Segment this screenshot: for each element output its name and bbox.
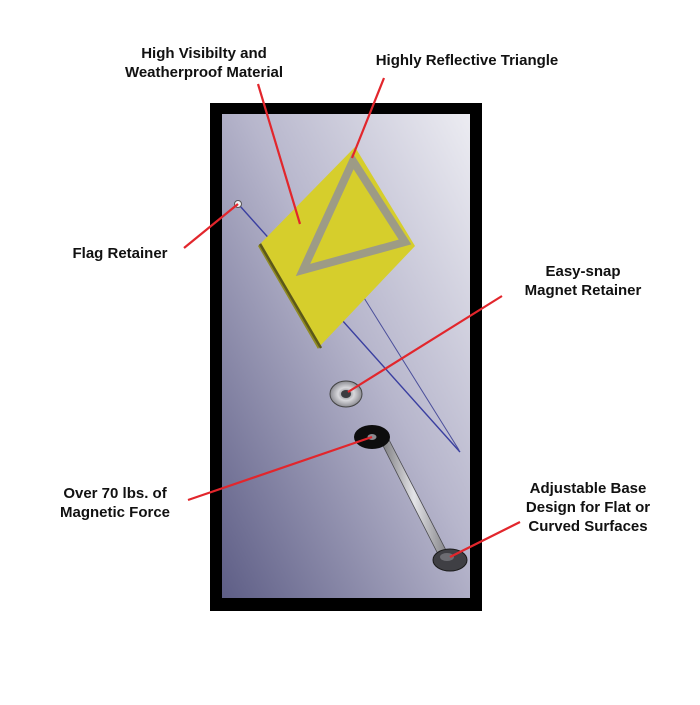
callout-material: High Visibilty and Weatherproof Material [124,45,284,81]
leader-lines [183,77,521,558]
callout-magnet-retainer: Easy-snap Magnet Retainer [524,263,642,299]
callout-flag-retainer: Flag Retainer [72,245,168,262]
leader-base [449,521,521,558]
leader-flag-retainer [183,203,239,249]
base-foot-highlight [440,553,454,561]
leader-material [256,83,302,225]
flag-sleeve [258,243,323,349]
callout-triangle: Highly Reflective Triangle [375,52,559,69]
flag-hem [258,243,320,349]
leader-magnet-retainer [347,295,503,393]
callout-force: Over 70 lbs. of Magnetic Force [59,485,171,521]
callout-base: Adjustable Base Design for Flat or Curve… [525,480,651,535]
reflective-triangle [295,152,412,277]
leader-force [187,435,373,502]
leader-triangle [350,77,386,159]
